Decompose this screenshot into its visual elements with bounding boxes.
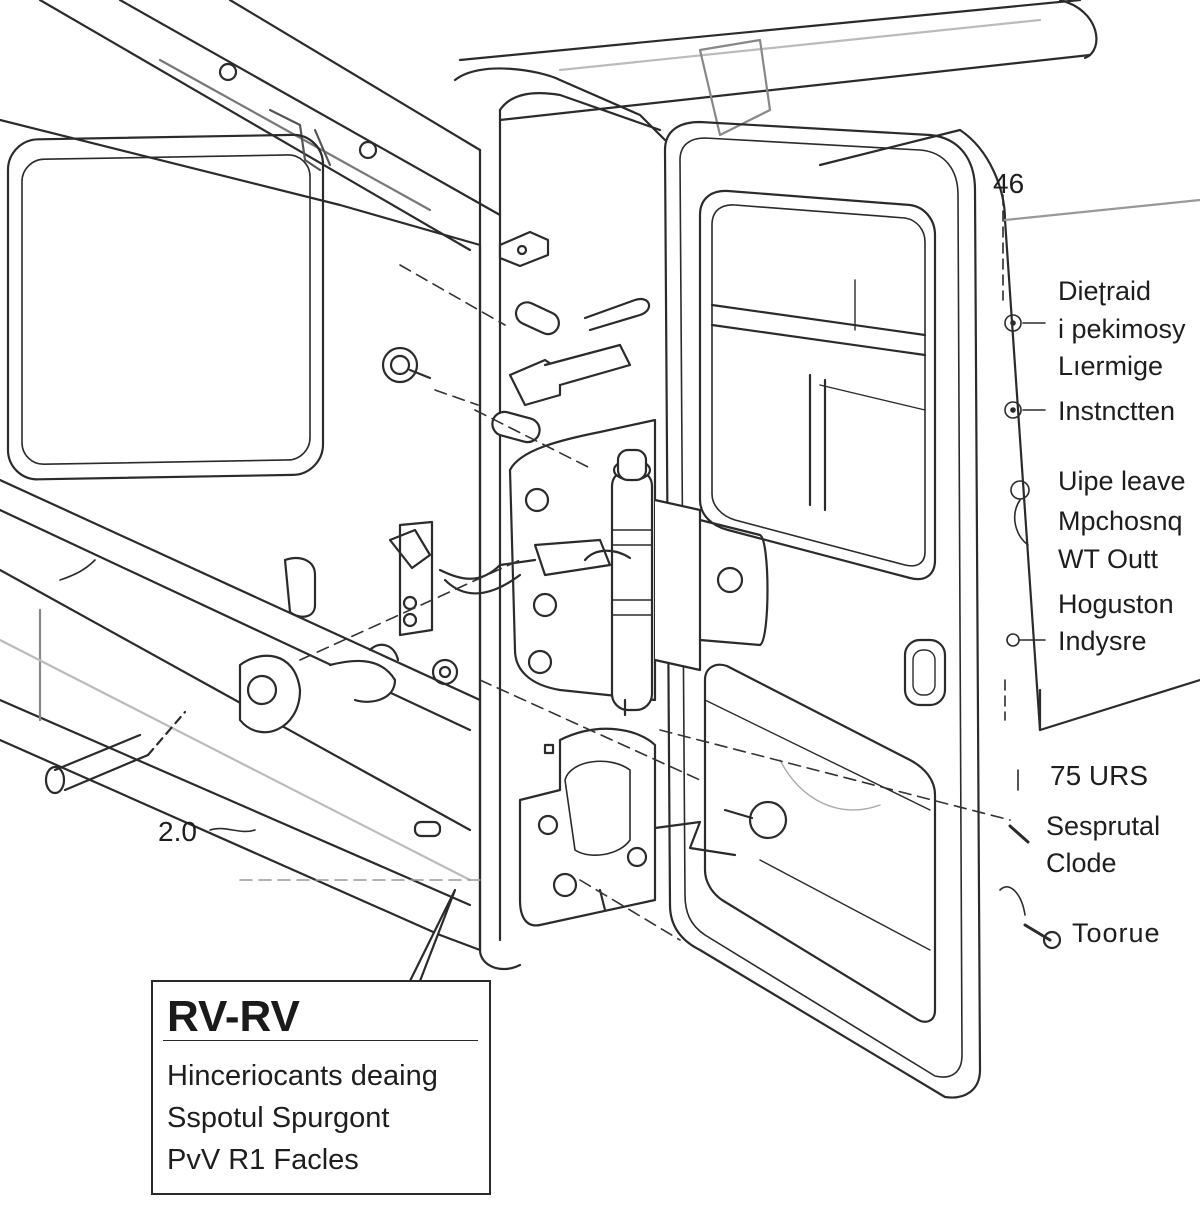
right-label: i pekimosy [1058,314,1186,344]
right-label: Instnctten [1058,396,1176,426]
hinge-assembly [508,418,769,717]
top-number-callout: 46 [993,168,1025,199]
right-label: Clode [1046,848,1117,878]
bottom-left-number-callout: 2.0 [158,816,197,847]
caption-title: RV-RV [167,992,300,1041]
caption-box: RV-RV Hinceriocants deaing Sspotul Spurg… [151,980,491,1195]
right-label: Hoguston [1058,589,1174,619]
right-label: Dieʈraid [1058,276,1152,306]
right-label: WT Outt [1058,544,1159,574]
leader-lines [239,264,1011,941]
caption-pointer [408,888,457,983]
top-tube [458,0,1098,122]
roof-rail [38,0,502,252]
exploded-parts [44,230,1062,950]
caption-line: PvV R1 Facles [167,1144,359,1176]
right-label: Indysre [1058,626,1147,656]
caption-divider [163,1040,478,1041]
right-label: Mpchosnq [1058,506,1183,536]
right-label: Lıermige [1058,351,1164,381]
right-label: Sesprutal [1046,811,1161,841]
door-panel [653,120,982,1099]
strike-plate [518,727,657,927]
measure-callout: 75 URS [1050,760,1149,791]
right-label: Toorue [1072,918,1161,948]
callout-markers [209,194,1046,916]
lower-skirt [0,478,482,952]
caption-line: Hinceriocants deaing [167,1060,438,1092]
right-label: Uipe leave [1058,466,1186,496]
caption-line: Sspotul Spurgont [167,1102,390,1134]
